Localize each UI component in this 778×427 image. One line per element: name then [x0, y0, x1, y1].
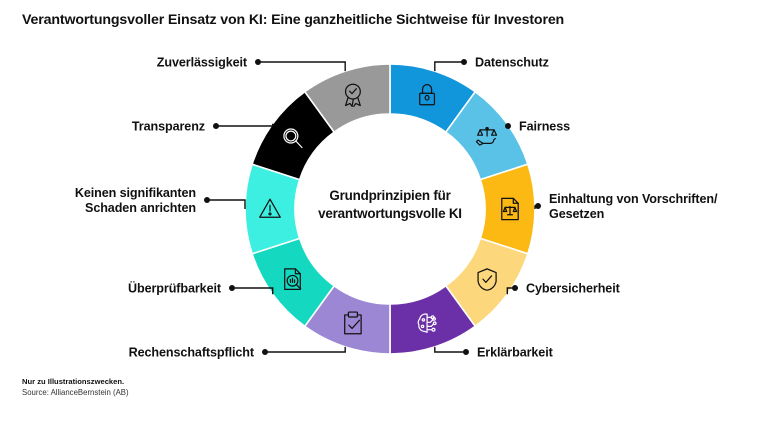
leader-line-transparenz: [216, 123, 274, 127]
segment-label-erklaerbarkeit[interactable]: Erklärbarkeit: [477, 346, 554, 360]
segment-label-transparenz[interactable]: Transparenz: [132, 120, 205, 134]
segment-label-datenschutz[interactable]: Datenschutz: [475, 56, 549, 70]
leader-line-zuverlaessigkeit: [258, 61, 346, 72]
document-magnifier-chart-icon: [284, 268, 302, 290]
clipboard-check-icon: [344, 311, 362, 335]
leader-dot-rechenschaftspflicht: [262, 349, 268, 355]
footer: Nur zu Illustrationszwecken. Source: All…: [22, 376, 129, 398]
segment-label-zuverlaessigkeit[interactable]: Zuverlässigkeit: [157, 56, 248, 70]
leader-dot-kein-schaden: [204, 197, 210, 203]
center-title-line-1: Grundprinzipien für: [329, 188, 451, 203]
leader-line-ueberpruefbarkeit: [232, 287, 274, 295]
leader-lines: [204, 59, 541, 355]
award-ribbon-icon: [344, 83, 361, 107]
segment-label-fairness[interactable]: Fairness: [519, 120, 570, 134]
segment-label-einhaltung-vorschriften[interactable]: Einhaltung von Vorschriften/Gesetzen: [549, 192, 718, 221]
leader-dot-erklaerbarkeit: [463, 349, 469, 355]
warning-triangle-icon: [259, 198, 281, 218]
center-title-line-2: verantwortungsvolle KI: [318, 206, 462, 221]
leader-dot-datenschutz: [461, 59, 467, 65]
segment-label-cybersicherheit[interactable]: Cybersicherheit: [526, 282, 621, 296]
segment-label-ueberpruefbarkeit[interactable]: Überprüfbarkeit: [128, 281, 222, 296]
leader-dot-cybersicherheit: [512, 285, 518, 291]
leader-line-datenschutz: [434, 61, 464, 72]
leader-dot-fairness: [505, 123, 511, 129]
scales-on-hand-icon: [475, 126, 498, 146]
page-title: Verantwortungsvoller Einsatz von KI: Ein…: [22, 12, 565, 28]
disclaimer-text: Nur zu Illustrationszwecken.: [22, 377, 125, 386]
segment-label-rechenschaftspflicht[interactable]: Rechenschaftspflicht: [129, 346, 255, 360]
brain-circuit-icon: [417, 313, 437, 333]
leader-line-rechenschaftspflicht: [265, 346, 346, 353]
leader-dot-ueberpruefbarkeit: [229, 285, 235, 291]
shield-check-icon: [477, 268, 497, 291]
leader-dot-zuverlaessigkeit: [255, 59, 261, 65]
source-text: Source: AllianceBernstein (AB): [22, 388, 129, 397]
leader-dot-transparenz: [213, 123, 219, 129]
leader-line-erklaerbarkeit: [434, 346, 466, 353]
donut-icons: [259, 83, 519, 335]
magnifier-icon: [283, 128, 303, 149]
lock-icon: [419, 84, 436, 106]
document-scales-icon: [501, 197, 519, 221]
leader-line-kein-schaden: [207, 199, 246, 209]
leader-dot-einhaltung-vorschriften: [535, 203, 541, 209]
